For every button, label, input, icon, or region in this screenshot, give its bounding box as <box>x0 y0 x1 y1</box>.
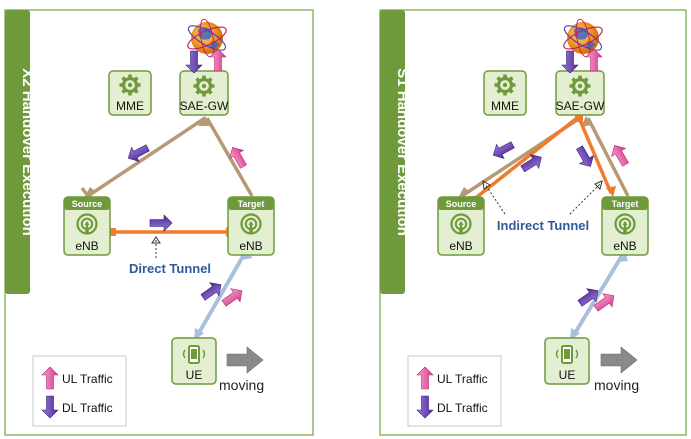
mme-node: MME <box>483 70 527 116</box>
gear-icon <box>567 73 593 99</box>
source-tag: Source <box>72 199 103 209</box>
ue-label: UE <box>559 368 576 382</box>
tunnel-label: Indirect Tunnel <box>497 218 589 233</box>
panel-title: X2 Handover Execution <box>19 68 36 236</box>
moving-label: moving <box>594 377 639 393</box>
radio-link <box>194 250 248 339</box>
ue-node: UE <box>544 337 590 385</box>
target-enb-node: Target eNB <box>601 196 649 256</box>
panel-title-bar <box>5 10 30 294</box>
target-enb-node: Target eNB <box>227 196 275 256</box>
source-enb-label: eNB <box>75 239 98 253</box>
legend: UL Traffic DL Traffic <box>32 355 127 427</box>
source-enb-label: eNB <box>449 239 472 253</box>
source-enb-node: Source eNB <box>63 196 111 256</box>
sae-gw-label: SAE-GW <box>180 99 229 113</box>
target-tag: Target <box>238 199 265 209</box>
legend-dl: DL Traffic <box>62 401 113 415</box>
legend-dl: DL Traffic <box>437 401 488 415</box>
target-tag: Target <box>612 199 639 209</box>
panel-s1: S1 Handover Execution MME SAE-GW <box>379 9 687 436</box>
panel-title-bar <box>380 10 405 294</box>
ue-label: UE <box>186 368 203 382</box>
target-enb-label: eNB <box>239 239 262 253</box>
tunnel-label: Direct Tunnel <box>129 261 211 276</box>
moving-label: moving <box>219 377 264 393</box>
sae-gw-label: SAE-GW <box>556 99 605 113</box>
panel-title: S1 Handover Execution <box>394 68 411 236</box>
mme-node: MME <box>108 70 152 116</box>
indirect-tunnel-line-a <box>471 116 579 202</box>
target-enb-label: eNB <box>613 239 636 253</box>
sae-gw-node: SAE-GW <box>555 70 605 116</box>
gear-icon <box>492 72 518 98</box>
radio-link <box>570 252 625 340</box>
sae-gw-node: SAE-GW <box>179 70 229 116</box>
link-sgw-target <box>205 117 254 197</box>
panel-x2: X2 Handover Execution MME SAE-GW <box>4 9 314 436</box>
ue-node: UE <box>171 337 217 385</box>
source-tag: Source <box>446 199 477 209</box>
link-sgw-target <box>586 117 630 197</box>
mme-label: MME <box>491 99 519 113</box>
legend-ul: UL Traffic <box>437 372 488 386</box>
link-sgw-source <box>87 116 206 198</box>
gear-icon <box>117 72 143 98</box>
legend-ul: UL Traffic <box>62 372 113 386</box>
indirect-tunnel-line-b <box>577 117 613 194</box>
legend: UL Traffic DL Traffic <box>407 355 502 427</box>
gear-icon <box>191 73 217 99</box>
mme-label: MME <box>116 99 144 113</box>
source-enb-node: Source eNB <box>437 196 485 256</box>
